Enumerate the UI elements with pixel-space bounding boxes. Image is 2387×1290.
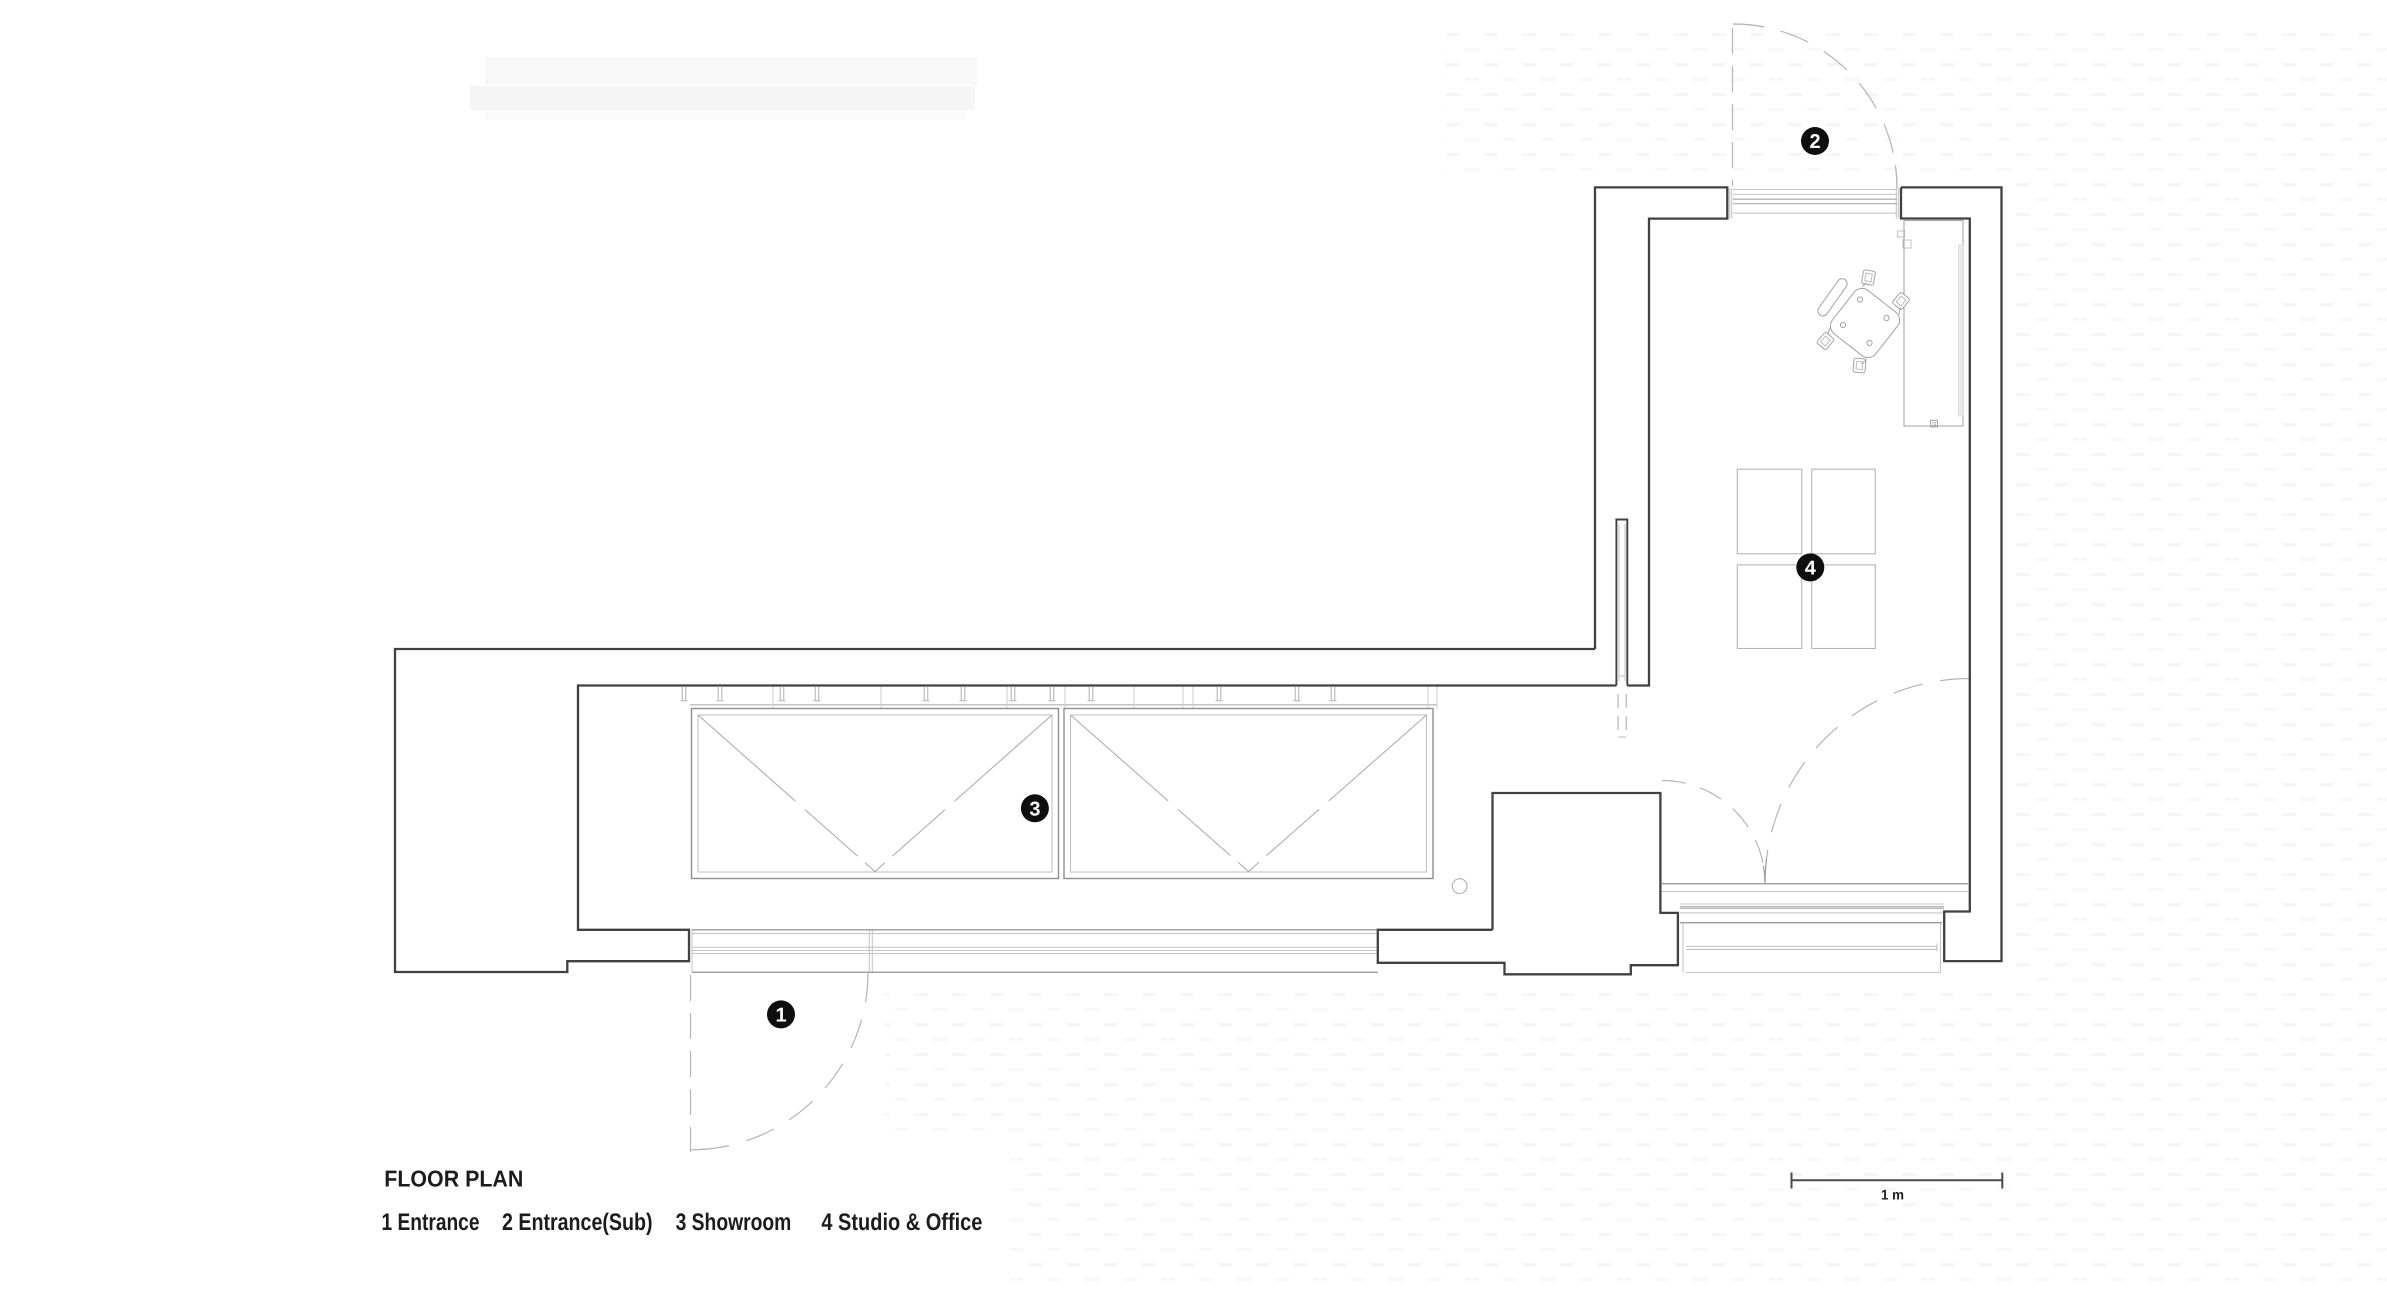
svg-text:2: 2 <box>1809 131 1820 153</box>
svg-text:1: 1 <box>775 1005 786 1027</box>
svg-text:2 Entrance(Sub): 2 Entrance(Sub) <box>502 1209 653 1236</box>
svg-text:FLOOR PLAN: FLOOR PLAN <box>384 1166 523 1192</box>
svg-text:3 Showroom: 3 Showroom <box>676 1209 792 1236</box>
svg-text:4 Studio & Office: 4 Studio & Office <box>821 1209 982 1236</box>
svg-text:1 m: 1 m <box>1881 1187 1904 1203</box>
svg-text:3: 3 <box>1029 798 1040 820</box>
svg-text:4: 4 <box>1805 558 1817 580</box>
svg-text:1 Entrance: 1 Entrance <box>382 1209 480 1236</box>
